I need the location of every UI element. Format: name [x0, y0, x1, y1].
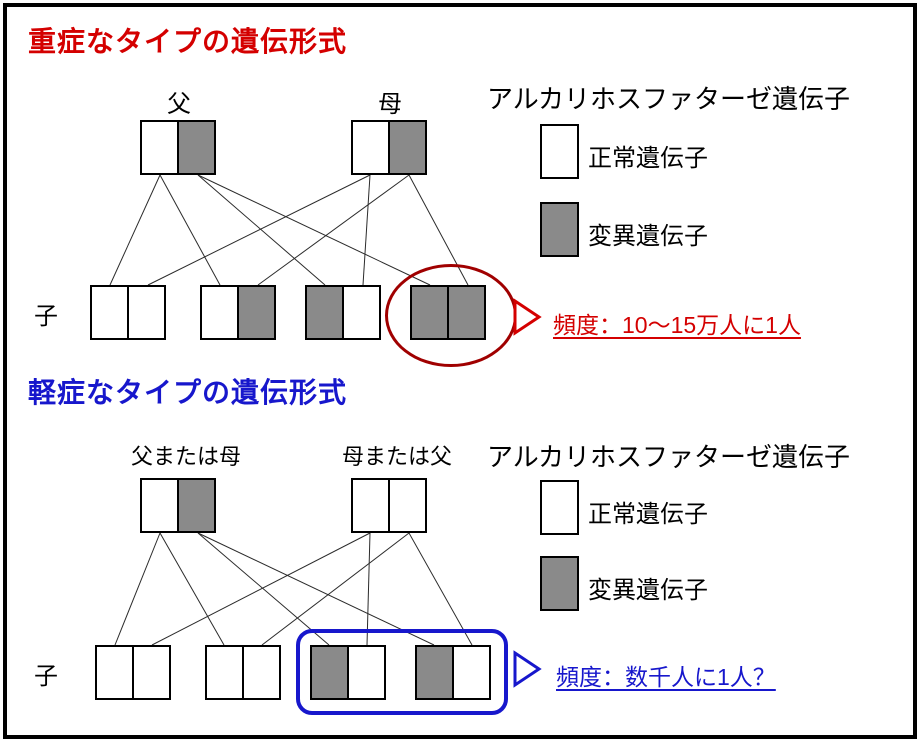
gene-box-normal — [200, 285, 239, 340]
severe-legend-normal-swatch — [540, 124, 579, 179]
inheritance-diagram-frame: 重症なタイプの遺伝形式 父 母 子 アルカリホスファターゼ遺伝子 正常遺伝子 変… — [3, 3, 917, 739]
mild-cross-lines — [114, 532, 473, 646]
gene-box-mutant — [415, 645, 454, 700]
mild-parent1-gene-pair — [140, 478, 216, 533]
gene-box-normal — [342, 285, 381, 340]
gene-box-normal — [140, 478, 179, 533]
gene-box-normal — [351, 478, 390, 533]
gene-box-normal — [90, 285, 129, 340]
severe-child-2-gene-pair — [200, 285, 276, 340]
gene-box-mutant — [177, 478, 216, 533]
gene-box-mutant — [447, 285, 486, 340]
severe-father-label: 父 — [167, 91, 191, 118]
gene-box-normal — [540, 124, 579, 179]
gene-box-normal — [205, 645, 244, 700]
gene-box-normal — [132, 645, 171, 700]
severe-legend-title: アルカリホスファターゼ遺伝子 — [487, 84, 850, 114]
severe-frequency-text: 頻度：10～15万人に1人 — [553, 312, 801, 338]
gene-box-normal — [452, 645, 491, 700]
mild-legend-normal-label: 正常遺伝子 — [588, 501, 708, 528]
gene-box-mutant — [310, 645, 349, 700]
gene-box-mutant — [540, 556, 579, 611]
gene-box-normal — [347, 645, 386, 700]
gene-box-normal — [95, 645, 134, 700]
gene-box-normal — [351, 120, 390, 175]
mild-child-1-gene-pair — [95, 645, 171, 700]
gene-box-mutant — [540, 202, 579, 257]
mild-parent2-gene-pair — [351, 478, 427, 533]
gene-box-normal — [140, 120, 179, 175]
severe-child-label: 子 — [34, 303, 58, 330]
severe-legend-mutant-swatch — [540, 202, 579, 257]
severe-child-4-gene-pair — [410, 285, 486, 340]
mild-legend-mutant-swatch — [540, 556, 579, 611]
mild-parent1-label: 父または母 — [130, 444, 241, 469]
severe-child-1-gene-pair — [90, 285, 166, 340]
mild-child-2-gene-pair — [205, 645, 281, 700]
mild-legend-normal-swatch — [540, 480, 579, 535]
mild-frequency-arrow-icon — [512, 650, 542, 693]
mild-legend-mutant-label: 変異遺伝子 — [588, 577, 708, 604]
severe-mother-label: 母 — [378, 91, 402, 118]
severe-child-3-gene-pair — [305, 285, 381, 340]
gene-box-normal — [540, 480, 579, 535]
gene-box-mutant — [237, 285, 276, 340]
mild-section-title: 軽症なタイプの遺伝形式 — [28, 377, 348, 408]
mild-legend-title: アルカリホスファターゼ遺伝子 — [487, 442, 850, 472]
severe-cross-lines — [109, 174, 469, 286]
gene-box-normal — [388, 478, 427, 533]
severe-section-title: 重症なタイプの遺伝形式 — [28, 26, 348, 57]
gene-box-mutant — [388, 120, 427, 175]
mild-child-label: 子 — [34, 663, 58, 690]
gene-box-mutant — [305, 285, 344, 340]
severe-frequency-arrow-icon — [512, 298, 542, 341]
severe-legend-normal-label: 正常遺伝子 — [588, 145, 708, 172]
gene-box-normal — [127, 285, 166, 340]
mild-child-3-gene-pair — [310, 645, 386, 700]
severe-legend-mutant-label: 変異遺伝子 — [588, 223, 708, 250]
mild-parent2-label: 母または父 — [341, 444, 452, 469]
mild-child-4-gene-pair — [415, 645, 491, 700]
severe-father-gene-pair — [140, 120, 216, 175]
gene-box-normal — [242, 645, 281, 700]
mild-frequency-text: 頻度：数千人に1人？ — [556, 664, 776, 690]
severe-mother-gene-pair — [351, 120, 427, 175]
gene-box-mutant — [177, 120, 216, 175]
gene-box-mutant — [410, 285, 449, 340]
